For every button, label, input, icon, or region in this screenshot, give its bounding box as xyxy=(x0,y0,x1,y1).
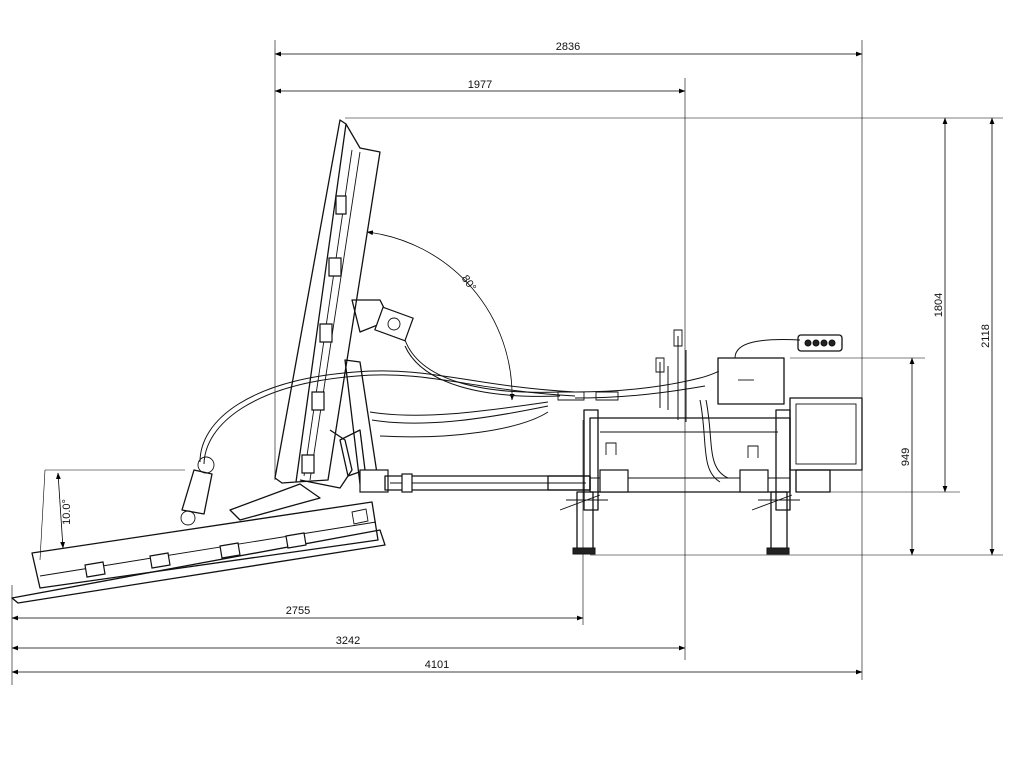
dim-right-outer: 2118 xyxy=(980,324,992,348)
hydraulic-hoses xyxy=(199,329,729,483)
support-legs xyxy=(559,491,800,555)
dim-bottom-short: 2755 xyxy=(286,605,310,617)
power-pack xyxy=(789,397,863,493)
dim-right-inner: 1804 xyxy=(933,293,945,317)
dim-bottom-mid: 3242 xyxy=(336,635,360,647)
control-box xyxy=(717,339,801,405)
dimension-lines xyxy=(11,40,1003,685)
dim-right-base: 949 xyxy=(900,448,912,466)
dim-top-inner: 1977 xyxy=(468,79,492,91)
angle-tilt: 10.0° xyxy=(61,499,73,525)
dim-top-overall: 2836 xyxy=(556,41,580,53)
horizontal-boom xyxy=(384,473,591,493)
lower-blade xyxy=(11,456,386,604)
raised-blade xyxy=(229,119,381,521)
main-frame xyxy=(559,409,800,555)
lift-mechanism xyxy=(339,299,414,493)
blade-clamps-upper xyxy=(301,195,347,474)
blade-clamps-lower xyxy=(84,532,307,578)
dimension-labels: 2836 1977 2755 3242 4101 1804 2118 949 8… xyxy=(61,41,992,671)
angle-blade-swing: 80° xyxy=(459,273,478,294)
dim-bottom-overall: 4101 xyxy=(425,659,449,671)
remote-control[interactable] xyxy=(797,334,843,352)
